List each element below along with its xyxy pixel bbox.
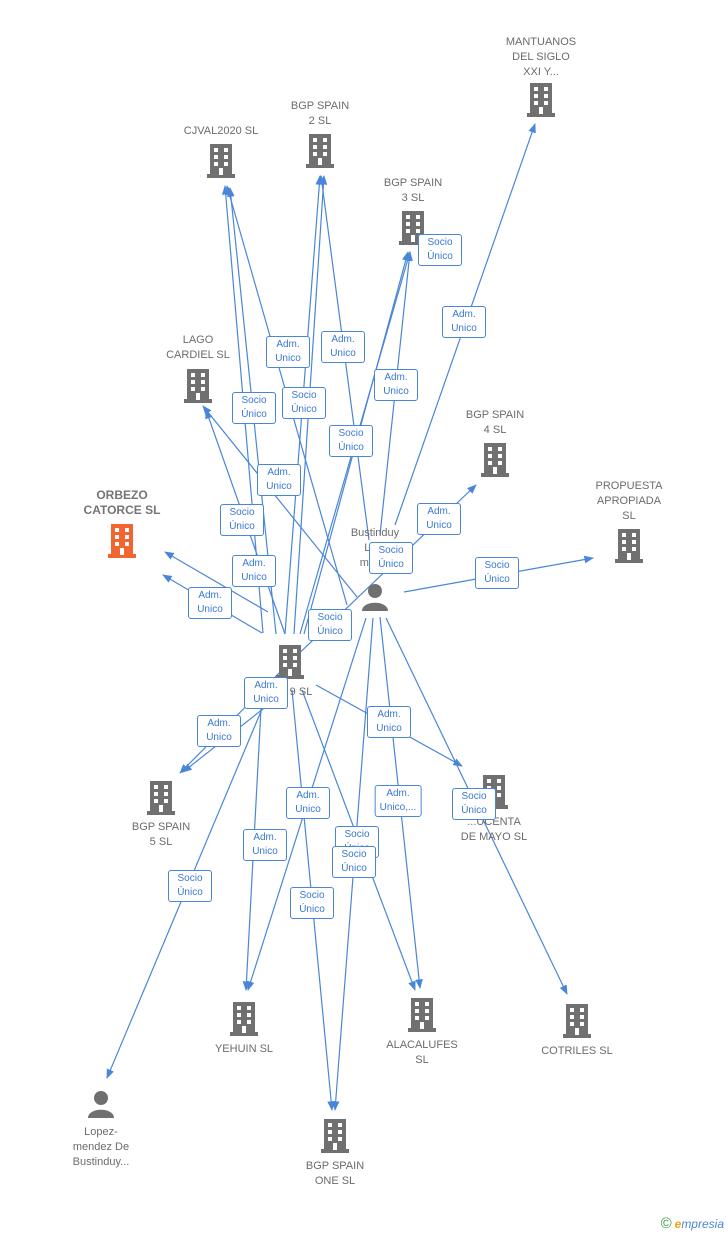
brand-e: e (674, 1217, 682, 1231)
relation-label-18[interactable]: Adm. Unico (286, 787, 330, 819)
relation-label-17[interactable]: Adm. Unico (367, 706, 411, 738)
relation-label-5[interactable]: Adm. Unico (374, 369, 418, 401)
relation-edge-7 (164, 551, 269, 613)
node-label-propuesta[interactable]: PROPUESTA APROPIADA SL (595, 479, 662, 524)
node-label-line: LAGO (182, 334, 214, 346)
node-label-line: 3 SL (401, 192, 425, 204)
building-icon-propuesta[interactable] (615, 529, 643, 563)
relation-label-23[interactable]: Adm. Unico (243, 829, 287, 861)
building-icon-cjval[interactable] (207, 144, 235, 178)
relation-edge-11 (202, 405, 358, 598)
node-label-lopez[interactable]: Lopez-mendez De Bustinduy... (73, 1125, 130, 1170)
relation-label-14[interactable]: Socio Único (308, 609, 352, 641)
relation-label-9[interactable]: Adm. Unico (417, 503, 461, 535)
building-icon-lago[interactable] (184, 369, 212, 403)
node-label-cotriles[interactable]: COTRILES SL (541, 1044, 613, 1059)
node-label-line: BGP SPAIN (131, 821, 191, 833)
node-label-line: 5 SL (149, 836, 173, 848)
node-label-cjval[interactable]: CJVAL2020 SL (184, 124, 258, 139)
relation-label-16[interactable]: Adm. Unico (197, 715, 241, 747)
relation-label-1[interactable]: Socio Único (232, 392, 276, 424)
node-label-lago[interactable]: LAGO CARDIEL SL (166, 333, 230, 363)
building-icon-mantuanos[interactable] (527, 83, 555, 117)
node-label-line: Bustinduy... (72, 1156, 130, 1168)
node-label-line: 4 SL (483, 424, 507, 436)
node-label-line: XXI Y... (523, 66, 559, 78)
building-icon-bgp4[interactable] (481, 443, 509, 477)
node-label-bgp3[interactable]: BGP SPAIN 3 SL (384, 176, 442, 206)
node-label-line: CJVAL2020 SL (183, 125, 259, 137)
node-label-bgp2[interactable]: BGP SPAIN 2 SL (291, 99, 349, 129)
node-label-line: BGP SPAIN (305, 1160, 365, 1172)
relation-label-10[interactable]: Adm. Unico (232, 555, 276, 587)
node-label-line: BGP SPAIN (465, 409, 525, 421)
node-label-line: APROPIADA (596, 495, 662, 507)
node-label-line: YEHUIN SL (214, 1043, 274, 1055)
relation-label-20[interactable]: Socio Único (452, 788, 496, 820)
building-icon-bgpone[interactable] (321, 1119, 349, 1153)
node-label-mantuanos[interactable]: MANTUANOS DEL SIGLO XXI Y... (506, 35, 576, 80)
node-label-line: ONE SL (314, 1175, 356, 1187)
node-label-line: BGP SPAIN (290, 100, 350, 112)
relation-label-12[interactable]: Adm. Unico (188, 587, 232, 619)
building-icon-cotriles[interactable] (563, 1004, 591, 1038)
building-icon-alacalufes[interactable] (408, 998, 436, 1032)
node-label-line: DE MAYO SL (460, 831, 528, 843)
building-icon-orbezo[interactable] (108, 524, 136, 558)
node-label-yehuin[interactable]: YEHUIN SL (215, 1042, 273, 1057)
node-label-line: Bustinduy (350, 527, 400, 539)
building-icon-bgp5[interactable] (147, 781, 175, 815)
node-label-alacalufes[interactable]: ALACALUFES SL (386, 1038, 458, 1068)
copyright-icon: © (660, 1215, 672, 1232)
relation-label-6[interactable]: Socio Único (329, 425, 373, 457)
node-label-line: mendez De (72, 1141, 130, 1153)
person-icon-lopez[interactable] (88, 1091, 114, 1118)
node-label-bgp4[interactable]: BGP SPAIN 4 SL (466, 408, 524, 438)
node-label-line: BGP SPAIN (383, 177, 443, 189)
relation-label-4[interactable]: Socio Único (282, 387, 326, 419)
node-label-line: 2 SL (308, 115, 332, 127)
node-label-line: COTRILES SL (541, 1045, 613, 1057)
node-label-line: SL (622, 510, 636, 522)
relation-label-11[interactable]: Socio Único (369, 542, 413, 574)
relation-label-22[interactable]: Socio Único (332, 846, 376, 878)
node-label-line: ORBEZO (96, 488, 148, 502)
relation-label-2[interactable]: Adm. Unico (266, 336, 310, 368)
relation-label-25[interactable]: Socio Único (168, 870, 212, 902)
node-label-line: ALACALUFES (386, 1039, 458, 1051)
relation-label-3[interactable]: Adm. Unico (321, 331, 365, 363)
relation-label-15[interactable]: Adm. Unico (244, 677, 288, 709)
node-label-line: Lopez- (84, 1126, 118, 1138)
node-label-line: MANTUANOS (505, 36, 577, 48)
relation-label-0[interactable]: Adm. Unico (442, 306, 486, 338)
node-label-center[interactable]: 9 SL (290, 685, 313, 700)
relation-label-7[interactable]: Adm. Unico (257, 464, 301, 496)
relation-label-13[interactable]: Socio Único (475, 557, 519, 589)
node-label-line: CATORCE SL (83, 503, 161, 517)
brand-rest: mpresia (681, 1217, 724, 1231)
node-label-bgp5[interactable]: BGP SPAIN 5 SL (132, 820, 190, 850)
empresia-brand[interactable]: ©empresia (661, 1215, 724, 1232)
node-label-line: CARDIEL SL (166, 349, 230, 361)
person-icon-bustinduy[interactable] (362, 584, 388, 611)
building-icon-center[interactable] (276, 645, 304, 679)
node-label-bgpone[interactable]: BGP SPAIN ONE SL (306, 1159, 364, 1189)
relation-label-8[interactable]: Socio Único (220, 504, 264, 536)
relation-label-26[interactable]: Socio Único (418, 234, 462, 266)
building-icon-bgp2[interactable] (306, 134, 334, 168)
node-label-line: DEL SIGLO (512, 51, 570, 63)
relation-label-24[interactable]: Socio Único (290, 887, 334, 919)
relation-label-19[interactable]: Adm. Unico,... (374, 785, 422, 817)
building-icon-yehuin[interactable] (230, 1002, 258, 1036)
node-label-line: 9 SL (289, 686, 313, 698)
node-label-line: PROPUESTA (595, 480, 663, 492)
node-label-line: SL (415, 1054, 429, 1066)
